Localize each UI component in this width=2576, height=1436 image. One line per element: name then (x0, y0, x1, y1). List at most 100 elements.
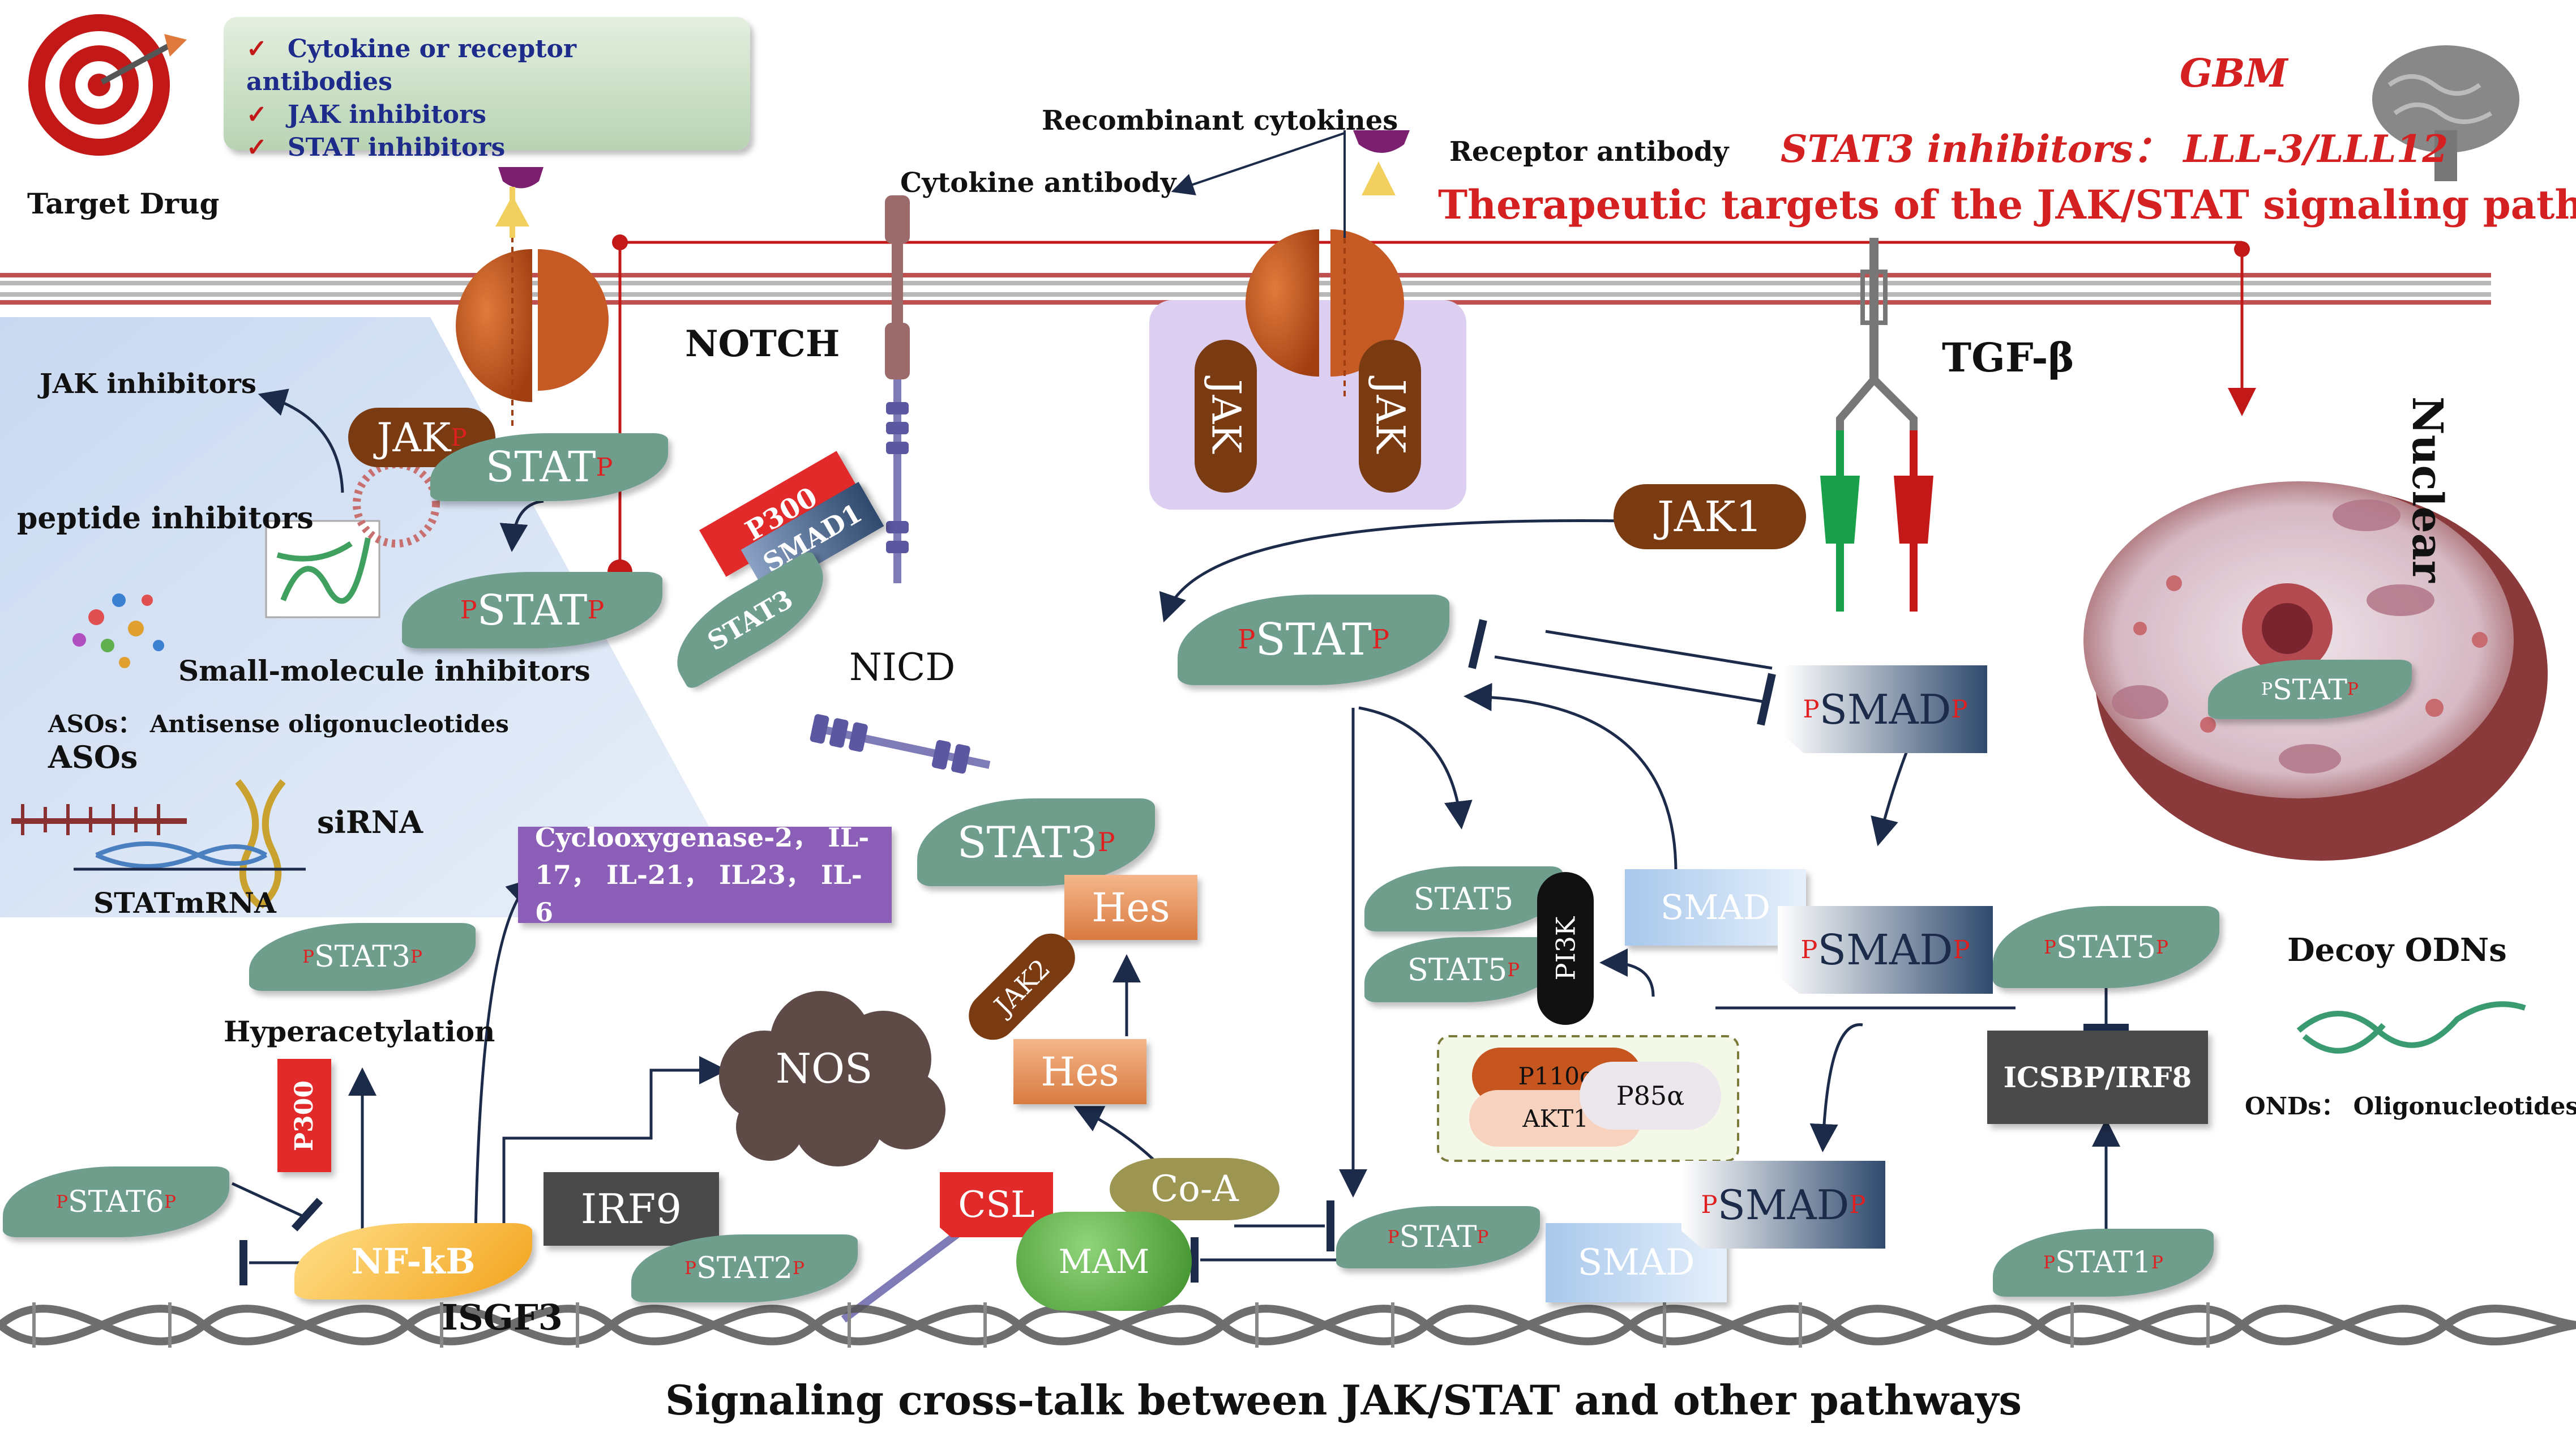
mam-node: MAM (1016, 1212, 1192, 1311)
target-drug-item: JAK inhibitors (287, 100, 486, 129)
stat5-node: STAT5 (1364, 866, 1563, 931)
phospho-mark: P (1701, 1190, 1718, 1219)
phospho-mark: P (1477, 1227, 1489, 1247)
isgf3-label: ISGF3 (442, 1297, 563, 1338)
phospho-mark: P (1097, 827, 1115, 857)
jak-label: JAK (1203, 379, 1250, 454)
icsbp-label: ICSBP/IRF8 (2003, 1061, 2192, 1094)
phospho-mark: P (164, 1191, 176, 1212)
jak1-label: JAK1 (1657, 492, 1762, 541)
p85a-node: P85α (1580, 1062, 1721, 1130)
phospho-mark: P (2156, 936, 2169, 958)
phospho-mark: P (1953, 935, 1970, 964)
p300-node-bottom: P300 (277, 1059, 331, 1172)
asos-label: ASOs (48, 739, 138, 775)
hes-node-top: Hes (1064, 875, 1197, 940)
nicd-label: NICD (849, 646, 956, 689)
footer-caption: Signaling cross-talk between JAK/STAT an… (665, 1376, 2022, 1424)
stat5-label: STAT5 (1413, 881, 1514, 917)
phospho-mark: P (2261, 679, 2273, 699)
mam-label: MAM (1058, 1242, 1150, 1281)
smad-node-middle: SMAD (1625, 869, 1806, 946)
phospho-mark: P (1803, 695, 1820, 724)
smad-label: SMAD (1577, 1242, 1695, 1284)
smad-label: SMAD (1817, 925, 1953, 975)
akt1-label: AKT1 (1522, 1104, 1589, 1132)
statmrna-label: STATmRNA (93, 886, 276, 920)
cytokine-antibody-label: Cytokine antibody (900, 167, 1176, 199)
hes-label: Hes (1041, 1048, 1119, 1095)
hyperacetylation-label: Hyperacetylation (224, 1015, 495, 1048)
coa-node: Co-A (1110, 1158, 1280, 1220)
notch-label: NOTCH (685, 323, 840, 365)
jak1-node: JAK1 (1614, 484, 1806, 549)
irf9-node: IRF9 (544, 1172, 719, 1246)
check-icon: ✓ (246, 133, 267, 162)
phospho-mark: P (2043, 1253, 2056, 1273)
check-icon: ✓ (246, 35, 267, 63)
phospho-mark: P (1371, 625, 1390, 655)
diagram-title: Therapeutic targets of the JAK/STAT sign… (1438, 181, 2576, 228)
phospho-mark: P (302, 947, 315, 967)
phospho-mark: P (684, 1258, 697, 1279)
phospho-mark: P (2151, 1253, 2163, 1273)
phospho-mark: P (2347, 679, 2359, 699)
phospho-mark: P (587, 596, 605, 625)
pi3k-label: PI3K (1550, 916, 1581, 981)
cytokines-text: Cyclooxygenase-2， IL-17， IL-21， IL23， IL… (535, 822, 870, 928)
nos-label: NOS (776, 1045, 873, 1092)
phospho-mark: P (410, 947, 422, 967)
stat-label: STAT (1255, 614, 1372, 665)
nuclear-label: Nuclear (2403, 396, 2451, 583)
phospho-mark: P (2043, 936, 2056, 958)
smad-label: SMAD (1717, 1181, 1850, 1229)
stat-label: STAT (485, 443, 596, 492)
target-drug-label: Target Drug (27, 187, 220, 220)
phospho-mark: P (451, 424, 467, 451)
jak-node-center-right: JAK (1359, 340, 1421, 493)
tgf-beta-label: TGF-β (1942, 334, 2074, 381)
phospho-mark: P (460, 596, 477, 625)
stat6-label: STAT6 (68, 1185, 164, 1219)
jak-node-center-left: JAK (1195, 340, 1257, 493)
csl-label: CSL (958, 1183, 1035, 1226)
target-drug-item: STAT inhibitors (287, 133, 506, 162)
asos-definition: ASOs： Antisense oligonucleotides (48, 710, 509, 738)
phospho-mark: P (1800, 935, 1818, 964)
recombinant-cytokines-label: Recombinant cytokines (1042, 105, 1398, 136)
icsbp-irf8-node: ICSBP/IRF8 (1987, 1031, 2208, 1124)
p300-label: P300 (290, 1080, 319, 1151)
target-drug-box: ✓Cytokine or receptor antibodies ✓JAK in… (224, 17, 750, 162)
jak-label: JAK (376, 414, 451, 461)
phospho-mark: P (1849, 1190, 1866, 1219)
phospho-mark: P (792, 1258, 805, 1279)
phospho-mark: P (1237, 625, 1256, 655)
cytokines-box: Cyclooxygenase-2， IL-17， IL-21， IL23， IL… (518, 822, 892, 928)
jak-label: JAK (1367, 379, 1414, 454)
stat-label: STAT (1399, 1220, 1477, 1254)
coa-label: Co-A (1150, 1168, 1239, 1210)
onds-label: ONDs： Oligonucleotides (2245, 1092, 2576, 1120)
stat5-label: STAT5 (1407, 952, 1508, 988)
phospho-mark: P (1387, 1227, 1400, 1247)
phospho-mark: P (56, 1191, 69, 1212)
jak-inhibitors-label: JAK inhibitors (40, 368, 256, 400)
check-icon: ✓ (246, 100, 267, 129)
smad-label: SMAD (1819, 685, 1952, 733)
phospho-mark: P (596, 452, 613, 482)
phospho-mark: P (1507, 959, 1520, 981)
receptor-antibody-label: Receptor antibody (1449, 136, 1729, 168)
sirna-label: siRNA (317, 804, 423, 840)
pi3k-node: PI3K (1537, 872, 1594, 1025)
irf9-label: IRF9 (580, 1185, 682, 1233)
hes-node-bottom: Hes (1013, 1039, 1146, 1104)
stat3-inhibitors: STAT3 inhibitors： LLL-3/LLL12 (1781, 127, 2449, 171)
decoy-odns-label: Decoy ODNs (2287, 931, 2507, 969)
stat-label: STAT (2273, 673, 2347, 706)
stat2-label: STAT2 (696, 1251, 793, 1285)
stat3-label: STAT3 (957, 817, 1098, 867)
